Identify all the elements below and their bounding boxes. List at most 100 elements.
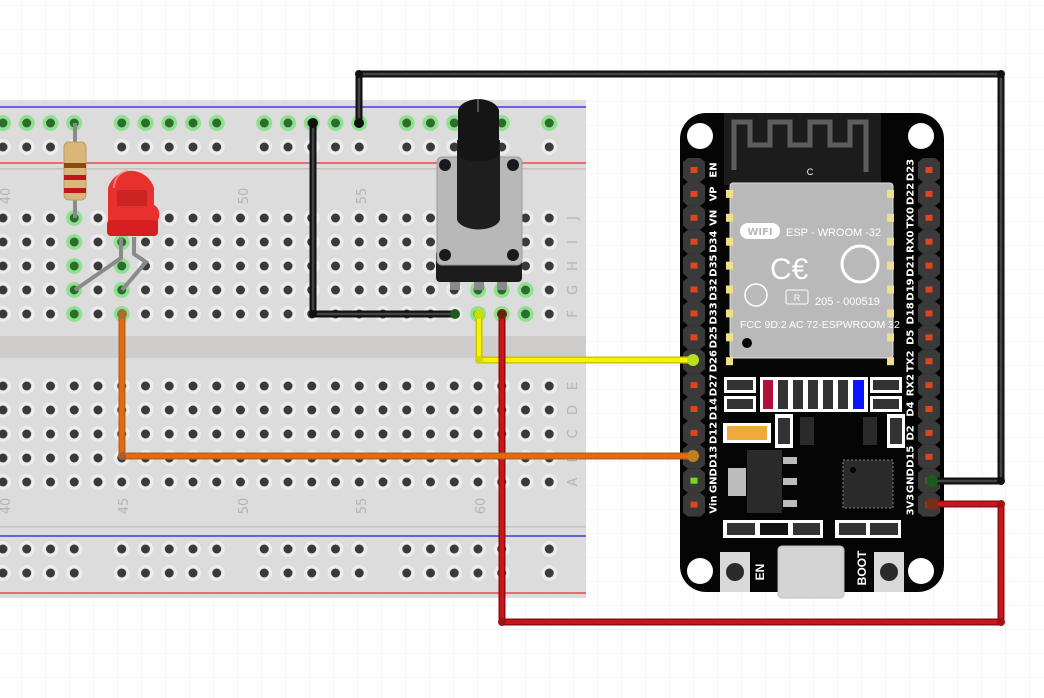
breadboard-hole[interactable] bbox=[351, 378, 368, 394]
breadboard-hole[interactable] bbox=[398, 234, 415, 250]
breadboard-hole[interactable] bbox=[351, 474, 368, 490]
breadboard-hole[interactable] bbox=[398, 378, 415, 394]
breadboard-hole[interactable] bbox=[446, 474, 463, 490]
breadboard-hole[interactable] bbox=[42, 139, 59, 155]
breadboard-hole[interactable] bbox=[90, 450, 106, 466]
breadboard-hole[interactable] bbox=[42, 426, 59, 442]
breadboard-hole[interactable] bbox=[42, 115, 59, 131]
breadboard-hole[interactable] bbox=[351, 565, 368, 581]
breadboard-hole[interactable] bbox=[208, 402, 225, 418]
breadboard-hole[interactable] bbox=[18, 378, 35, 394]
breadboard-hole[interactable] bbox=[0, 115, 11, 131]
breadboard-hole[interactable] bbox=[42, 565, 59, 581]
esp32-pin-d33[interactable]: D33 bbox=[683, 301, 720, 326]
breadboard-hole[interactable] bbox=[161, 306, 178, 322]
esp32-pin-en[interactable]: EN bbox=[683, 158, 720, 182]
breadboard-hole[interactable] bbox=[351, 234, 368, 250]
breadboard-hole[interactable] bbox=[42, 282, 59, 298]
esp32-pin-d15[interactable]: D15 bbox=[906, 444, 941, 469]
esp32-board[interactable]: C WIFI ESP - WROOM -32 C€ R 205 - 000519… bbox=[680, 113, 944, 599]
breadboard-hole[interactable] bbox=[541, 115, 558, 131]
breadboard-hole[interactable] bbox=[280, 378, 296, 394]
breadboard-hole[interactable] bbox=[161, 426, 178, 442]
breadboard-hole[interactable] bbox=[422, 402, 439, 418]
breadboard-hole[interactable] bbox=[137, 306, 154, 322]
breadboard-hole[interactable] bbox=[185, 565, 201, 581]
breadboard-hole[interactable] bbox=[185, 234, 201, 250]
breadboard-hole[interactable] bbox=[42, 306, 59, 322]
breadboard-hole[interactable] bbox=[375, 426, 391, 442]
breadboard-hole[interactable] bbox=[280, 234, 296, 250]
breadboard-hole[interactable] bbox=[18, 450, 35, 466]
esp32-pin-gnd[interactable]: GND bbox=[683, 468, 720, 493]
breadboard-hole[interactable] bbox=[280, 115, 296, 131]
esp32-pin-d18[interactable]: D18 bbox=[906, 301, 941, 326]
breadboard-hole[interactable] bbox=[42, 234, 59, 250]
breadboard-hole[interactable] bbox=[18, 115, 35, 131]
breadboard-hole[interactable] bbox=[185, 282, 201, 298]
breadboard-hole[interactable] bbox=[232, 426, 249, 442]
breadboard-hole[interactable] bbox=[208, 306, 225, 322]
breadboard-hole[interactable] bbox=[66, 426, 83, 442]
breadboard-hole[interactable] bbox=[18, 234, 35, 250]
esp32-pin-d12[interactable]: D12 bbox=[683, 420, 720, 445]
breadboard-hole[interactable] bbox=[66, 402, 83, 418]
breadboard-hole[interactable] bbox=[208, 210, 225, 226]
breadboard-hole[interactable] bbox=[90, 210, 106, 226]
breadboard-hole[interactable] bbox=[327, 565, 344, 581]
esp32-pin-d14[interactable]: D14 bbox=[683, 397, 720, 421]
breadboard-hole[interactable] bbox=[327, 282, 344, 298]
breadboard-hole[interactable] bbox=[422, 139, 439, 155]
boot-button[interactable] bbox=[874, 552, 904, 592]
breadboard-hole[interactable] bbox=[327, 378, 344, 394]
breadboard-hole[interactable] bbox=[280, 565, 296, 581]
esp32-pin-d2[interactable]: D2 bbox=[906, 420, 941, 445]
breadboard-hole[interactable] bbox=[351, 541, 368, 557]
breadboard-hole[interactable] bbox=[232, 402, 249, 418]
breadboard-hole[interactable] bbox=[303, 541, 320, 557]
breadboard-hole[interactable] bbox=[256, 258, 273, 274]
breadboard-hole[interactable] bbox=[42, 474, 59, 490]
breadboard-hole[interactable] bbox=[422, 541, 439, 557]
breadboard-hole[interactable] bbox=[113, 565, 130, 581]
esp32-pin-d4[interactable]: D4 bbox=[906, 397, 941, 421]
breadboard-hole[interactable] bbox=[66, 306, 83, 322]
breadboard-hole[interactable] bbox=[280, 306, 296, 322]
breadboard-hole[interactable] bbox=[327, 210, 344, 226]
breadboard-hole[interactable] bbox=[0, 426, 11, 442]
breadboard-hole[interactable] bbox=[161, 565, 178, 581]
breadboard-hole[interactable] bbox=[517, 474, 534, 490]
breadboard-hole[interactable] bbox=[280, 139, 296, 155]
breadboard-hole[interactable] bbox=[42, 258, 59, 274]
breadboard-hole[interactable] bbox=[232, 378, 249, 394]
breadboard-hole[interactable] bbox=[113, 139, 130, 155]
breadboard-hole[interactable] bbox=[541, 565, 558, 581]
breadboard-hole[interactable] bbox=[351, 210, 368, 226]
breadboard-hole[interactable] bbox=[327, 541, 344, 557]
esp32-pin-d27[interactable]: D27 bbox=[683, 373, 720, 398]
breadboard-hole[interactable] bbox=[446, 565, 463, 581]
breadboard-hole[interactable] bbox=[137, 282, 154, 298]
breadboard-hole[interactable] bbox=[446, 378, 463, 394]
breadboard-hole[interactable] bbox=[161, 234, 178, 250]
breadboard-hole[interactable] bbox=[541, 306, 558, 322]
breadboard-hole[interactable] bbox=[137, 426, 154, 442]
breadboard-hole[interactable] bbox=[422, 378, 439, 394]
breadboard-hole[interactable] bbox=[517, 282, 534, 298]
breadboard-hole[interactable] bbox=[0, 282, 11, 298]
breadboard-hole[interactable] bbox=[208, 565, 225, 581]
breadboard-hole[interactable] bbox=[42, 541, 59, 557]
breadboard-hole[interactable] bbox=[398, 282, 415, 298]
breadboard-hole[interactable] bbox=[66, 450, 83, 466]
breadboard-hole[interactable] bbox=[256, 474, 273, 490]
breadboard-hole[interactable] bbox=[256, 541, 273, 557]
esp32-pin-rx0[interactable]: RX0 bbox=[906, 229, 941, 254]
breadboard-hole[interactable] bbox=[517, 426, 534, 442]
breadboard-hole[interactable] bbox=[517, 306, 534, 322]
breadboard-hole[interactable] bbox=[18, 402, 35, 418]
breadboard-hole[interactable] bbox=[0, 541, 11, 557]
breadboard-hole[interactable] bbox=[280, 258, 296, 274]
breadboard-hole[interactable] bbox=[18, 426, 35, 442]
breadboard-hole[interactable] bbox=[541, 402, 558, 418]
breadboard-hole[interactable] bbox=[90, 378, 106, 394]
